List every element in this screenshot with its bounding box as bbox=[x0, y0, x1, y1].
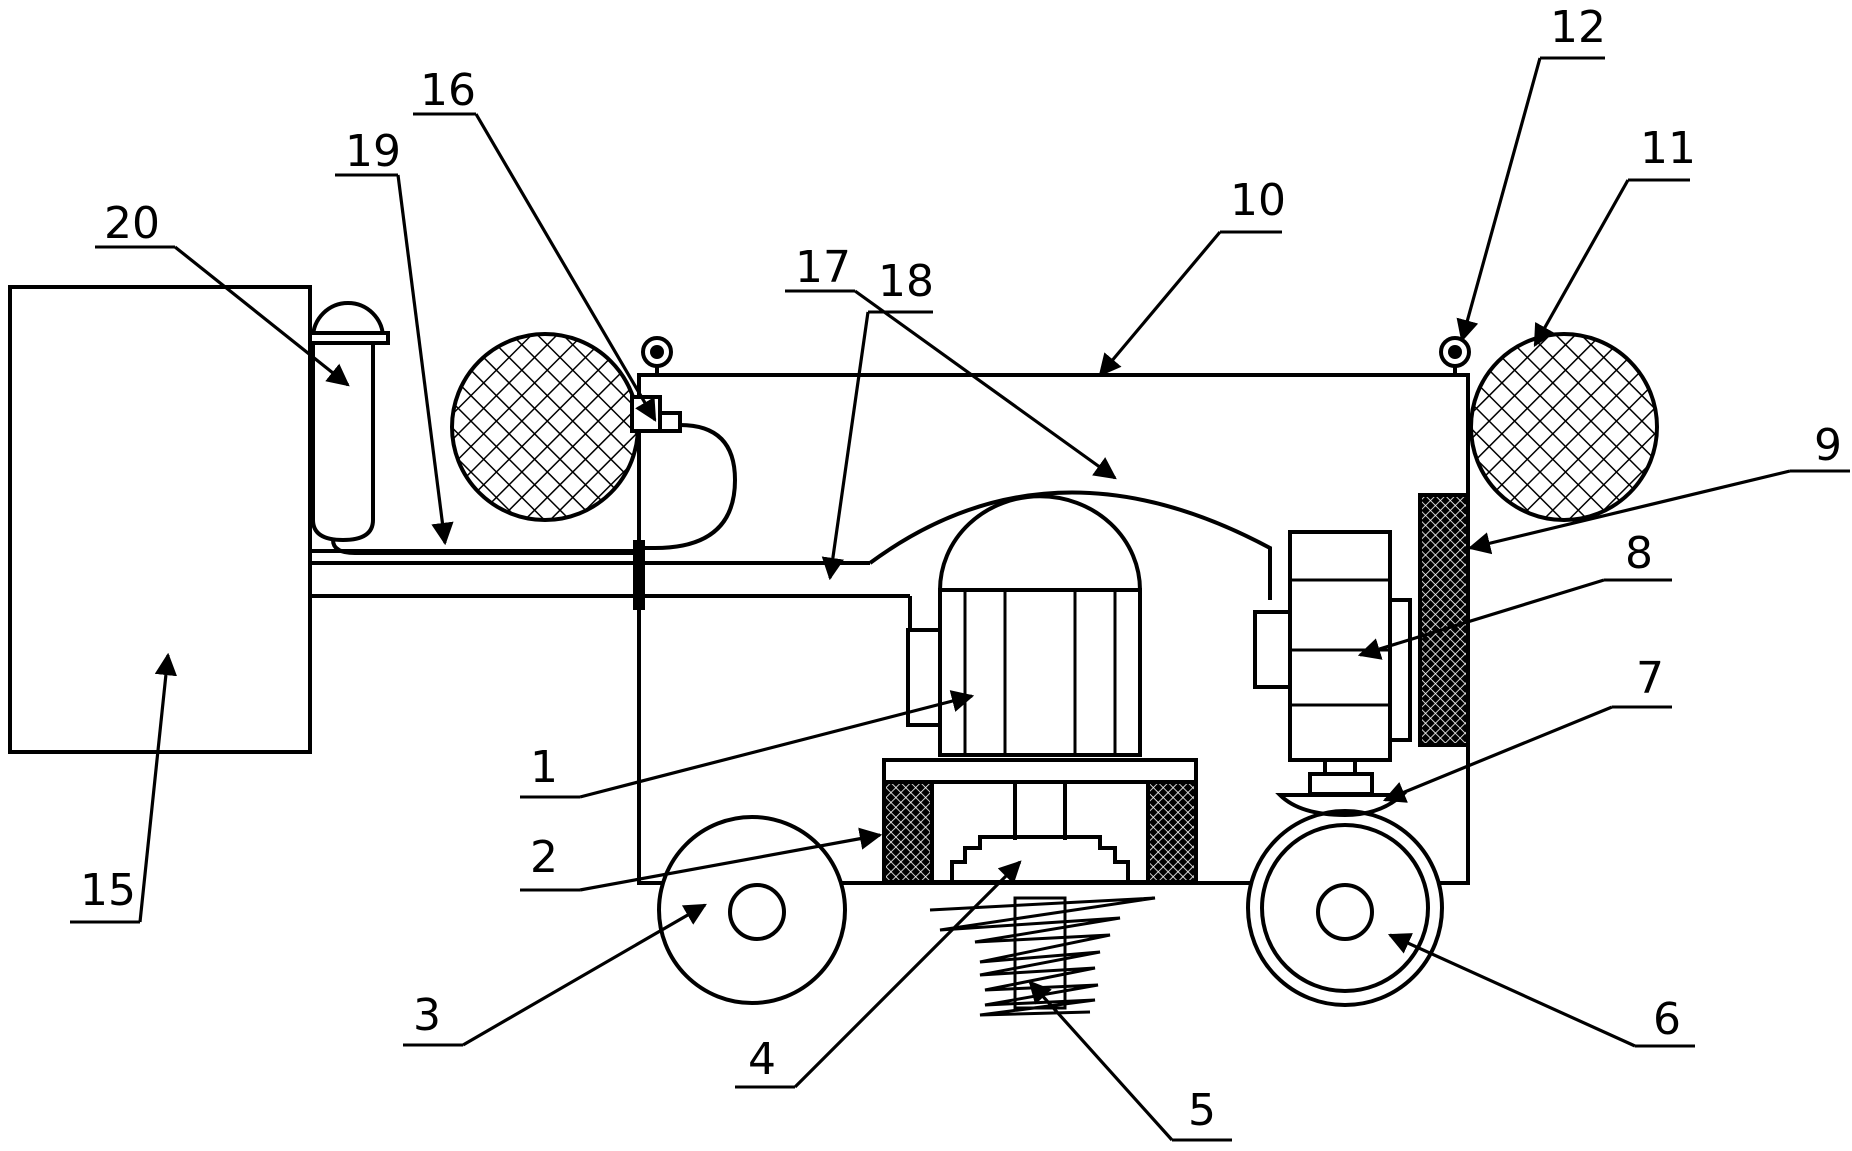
fixture-left bbox=[641, 336, 673, 376]
wheel-6 bbox=[1246, 809, 1444, 1007]
label-4: 4 bbox=[748, 1034, 776, 1085]
wheel-3 bbox=[657, 815, 847, 1005]
label-10: 10 bbox=[1230, 175, 1286, 226]
label-9: 9 bbox=[1814, 420, 1842, 471]
label-15: 15 bbox=[80, 865, 136, 916]
brush-7 bbox=[1275, 758, 1408, 818]
label-17: 17 bbox=[795, 242, 851, 293]
label-7: 7 bbox=[1636, 653, 1664, 704]
label-2: 2 bbox=[530, 832, 558, 883]
fixture-right bbox=[1439, 336, 1471, 376]
base-2 bbox=[882, 758, 1198, 884]
arched-cover bbox=[868, 490, 1272, 600]
right-roller bbox=[1469, 332, 1659, 522]
main-frame bbox=[637, 373, 1470, 885]
label-3: 3 bbox=[413, 990, 441, 1041]
label-5: 5 bbox=[1188, 1085, 1216, 1136]
control-box bbox=[8, 285, 312, 754]
label-6: 6 bbox=[1653, 994, 1681, 1045]
stepped-block-4 bbox=[950, 835, 1130, 882]
motor-1 bbox=[906, 494, 1143, 757]
label-20: 20 bbox=[104, 198, 160, 249]
left-roller bbox=[450, 332, 640, 522]
label-16: 16 bbox=[420, 65, 476, 116]
label-8: 8 bbox=[1625, 528, 1653, 579]
label-18: 18 bbox=[878, 256, 934, 307]
label-1: 1 bbox=[530, 742, 558, 793]
label-19: 19 bbox=[345, 126, 401, 177]
label-11: 11 bbox=[1640, 123, 1696, 174]
label-12: 12 bbox=[1550, 2, 1606, 53]
pad-9 bbox=[1418, 493, 1470, 747]
nozzle-16 bbox=[630, 395, 738, 610]
